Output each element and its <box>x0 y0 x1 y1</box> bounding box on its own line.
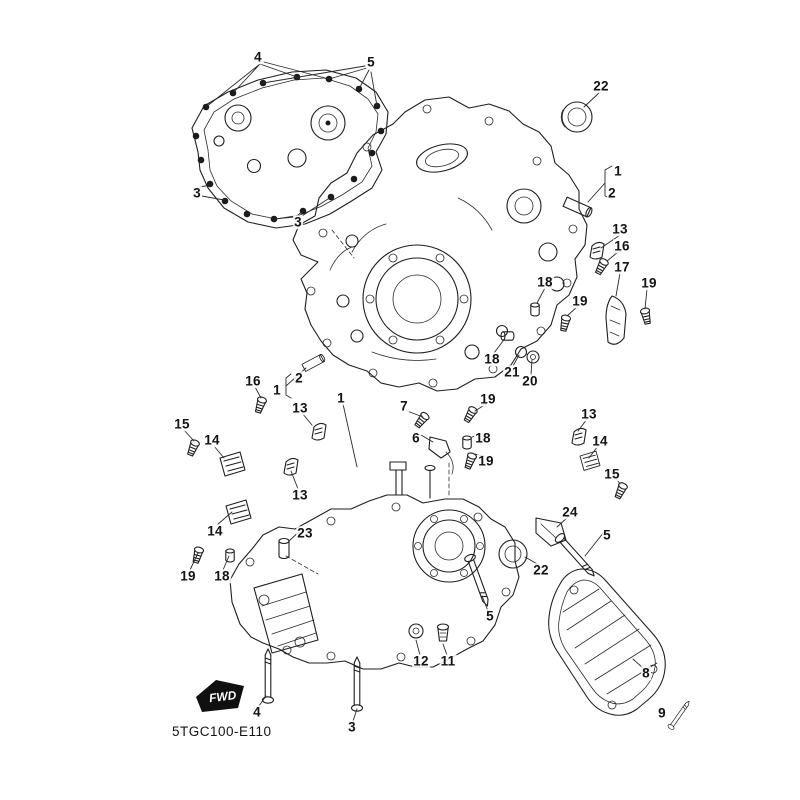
callout-2: 2 <box>294 370 304 386</box>
callout-13: 13 <box>580 406 598 422</box>
grommet-art <box>560 101 593 133</box>
callout-16: 16 <box>613 238 631 254</box>
callout-1: 1 <box>272 382 282 398</box>
callout-12: 12 <box>412 653 430 669</box>
chain-guard-art <box>548 568 666 716</box>
callout-15: 15 <box>603 466 621 482</box>
callout-13: 13 <box>291 487 309 503</box>
callout-22: 22 <box>532 562 550 578</box>
fasteners-art <box>185 196 693 731</box>
leader-lines <box>183 61 667 722</box>
callout-5: 5 <box>366 54 376 70</box>
callout-18: 18 <box>213 568 231 584</box>
callout-13: 13 <box>611 221 629 237</box>
callout-14: 14 <box>206 523 224 539</box>
lower-crankcase-art <box>229 461 520 670</box>
callout-18: 18 <box>536 274 554 290</box>
fwd-arrow: FWD <box>196 680 244 712</box>
fwd-label: FWD <box>208 688 237 705</box>
callout-11: 11 <box>439 653 457 669</box>
callout-1: 1 <box>336 390 346 406</box>
callout-22: 22 <box>592 78 610 94</box>
callout-13: 13 <box>291 400 309 416</box>
callout-14: 14 <box>203 432 221 448</box>
callout-19: 19 <box>179 568 197 584</box>
callout-8: 8 <box>641 665 651 681</box>
callout-21: 21 <box>503 364 521 380</box>
callout-17: 17 <box>613 259 631 275</box>
crankcase-cover-art <box>191 69 389 229</box>
callout-1: 1 <box>613 163 623 179</box>
callout-6: 6 <box>411 430 421 446</box>
callout-16: 16 <box>244 373 262 389</box>
callout-23: 23 <box>296 525 314 541</box>
callout-5: 5 <box>602 527 612 543</box>
diagram-code: 5TGC100-E110 <box>172 724 272 739</box>
callout-20: 20 <box>521 373 539 389</box>
callout-7: 7 <box>399 398 409 414</box>
callout-19: 19 <box>477 453 495 469</box>
callout-3: 3 <box>347 719 357 735</box>
callout-24: 24 <box>561 504 579 520</box>
callout-3: 3 <box>192 185 202 201</box>
callout-4: 4 <box>253 49 263 65</box>
callout-14: 14 <box>591 433 609 449</box>
callout-2: 2 <box>607 185 617 201</box>
callout-19: 19 <box>640 275 658 291</box>
callout-3: 3 <box>293 214 303 230</box>
callout-5: 5 <box>485 608 495 624</box>
callout-15: 15 <box>173 416 191 432</box>
callout-9: 9 <box>657 705 667 721</box>
main-crankcase-art <box>292 96 588 392</box>
callout-19: 19 <box>571 293 589 309</box>
callout-18: 18 <box>474 430 492 446</box>
callout-18: 18 <box>483 351 501 367</box>
callout-19: 19 <box>479 391 497 407</box>
callout-4: 4 <box>252 704 262 720</box>
